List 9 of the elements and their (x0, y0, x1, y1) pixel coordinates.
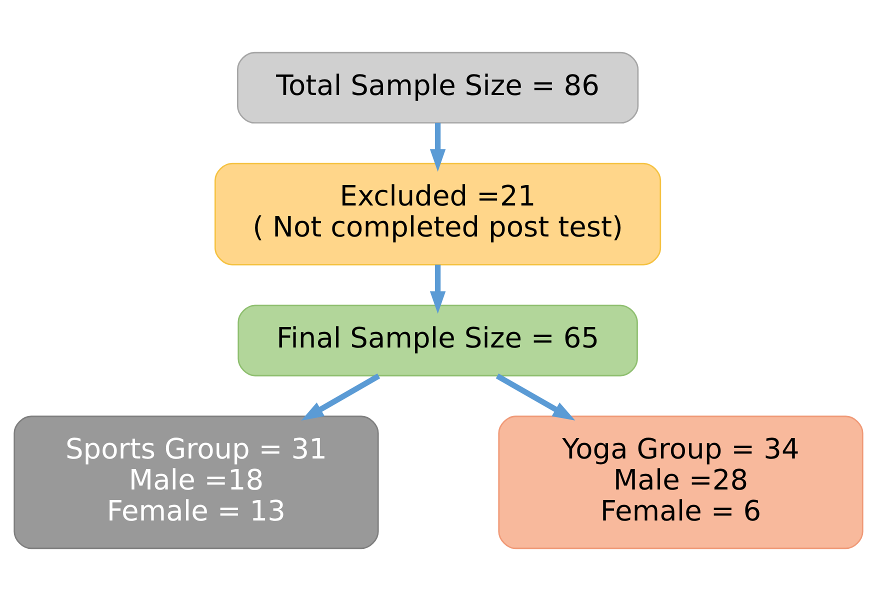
node-box: Excluded =21 ( Not completed post test) (214, 162, 662, 265)
arrow (430, 122, 446, 172)
arrow (430, 264, 446, 314)
node-box: Sports Group = 31 Male =18 Female = 13 (14, 415, 379, 549)
arrow (301, 373, 380, 420)
arrow (496, 373, 576, 420)
node-box: Total Sample Size = 86 (236, 51, 639, 124)
node-box: Final Sample Size = 65 (238, 304, 638, 376)
node-box: Yoga Group = 34 Male =28 Female = 6 (498, 415, 864, 549)
